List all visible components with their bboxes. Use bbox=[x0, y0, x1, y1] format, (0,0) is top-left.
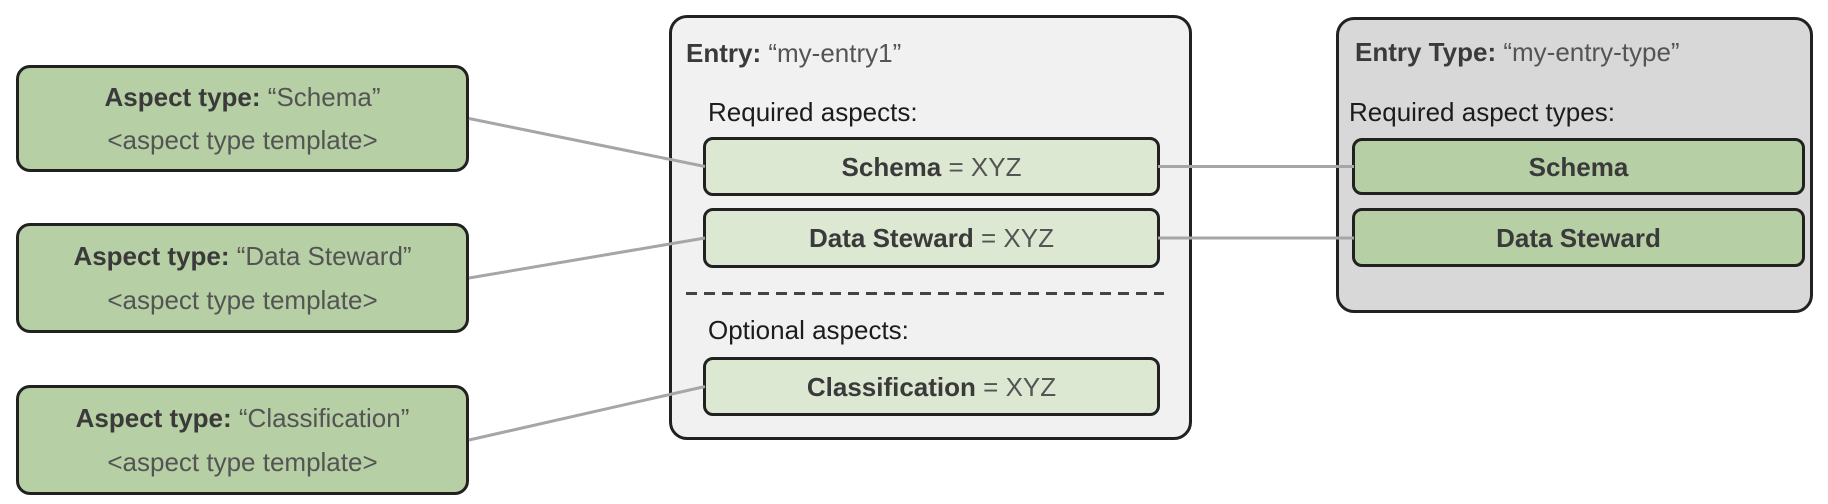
entry-type-card: Entry Type: “my-entry-type” Required asp… bbox=[1336, 17, 1813, 313]
aspect-type-label: Aspect type: bbox=[73, 240, 230, 271]
aspect-type-card-schema: Aspect type: “Schema” <aspect type templ… bbox=[16, 65, 469, 172]
entry-type-title: Entry Type: “my-entry-type” bbox=[1355, 37, 1680, 67]
aspect-name: Data Steward bbox=[809, 223, 974, 253]
entry-card: Entry: “my-entry1” Required aspects: Sch… bbox=[669, 15, 1192, 440]
entry-title: Entry: “my-entry1” bbox=[686, 38, 901, 68]
aspect-type-name: “Classification” bbox=[238, 402, 410, 433]
aspect-type-template: <aspect type template> bbox=[107, 285, 378, 316]
aspect-type-title: Aspect type: “Classification” bbox=[76, 403, 410, 433]
required-optional-divider bbox=[686, 292, 1164, 295]
aspect-type-card-data-steward: Aspect type: “Data Steward” <aspect type… bbox=[16, 223, 469, 333]
aspect-type-label: Aspect type: bbox=[75, 402, 232, 433]
aspect-type-template: <aspect type template> bbox=[107, 447, 378, 478]
aspect-type-card-classification: Aspect type: “Classification” <aspect ty… bbox=[16, 385, 469, 495]
aspect-type-title: Aspect type: “Schema” bbox=[105, 82, 381, 112]
entry-type-chip-data-steward: Data Steward bbox=[1352, 208, 1805, 267]
required-aspect-types-heading: Required aspect types: bbox=[1349, 97, 1615, 127]
entry-type-label: Entry Type: bbox=[1355, 37, 1497, 67]
aspect-value: = XYZ bbox=[948, 151, 1022, 182]
aspect-type-name: Data Steward bbox=[1496, 222, 1661, 253]
aspect-type-name: “Schema” bbox=[267, 81, 381, 112]
aspect-type-label: Aspect type: bbox=[104, 81, 261, 112]
aspect-name: Schema bbox=[841, 151, 942, 182]
aspect-type-name: Schema bbox=[1528, 151, 1629, 182]
entry-aspect-chip-schema: Schema = XYZ bbox=[703, 137, 1160, 196]
aspect-type-title: Aspect type: “Data Steward” bbox=[73, 241, 411, 271]
required-aspects-heading: Required aspects: bbox=[708, 97, 918, 127]
entry-aspect-chip-data-steward: Data Steward = XYZ bbox=[703, 208, 1160, 268]
entry-type-chip-schema: Schema bbox=[1352, 138, 1805, 195]
entry-aspect-chip-classification: Classification = XYZ bbox=[703, 357, 1160, 416]
aspect-value: = XYZ bbox=[980, 223, 1054, 253]
optional-aspects-heading: Optional aspects: bbox=[708, 315, 909, 345]
entry-name: “my-entry1” bbox=[768, 38, 902, 68]
aspect-type-template: <aspect type template> bbox=[107, 125, 378, 156]
aspect-type-name: “Data Steward” bbox=[236, 240, 412, 271]
entry-label: Entry: bbox=[686, 38, 762, 68]
aspect-value: = XYZ bbox=[983, 371, 1057, 402]
aspect-name: Classification bbox=[806, 371, 976, 402]
entry-type-name: “my-entry-type” bbox=[1503, 37, 1680, 67]
